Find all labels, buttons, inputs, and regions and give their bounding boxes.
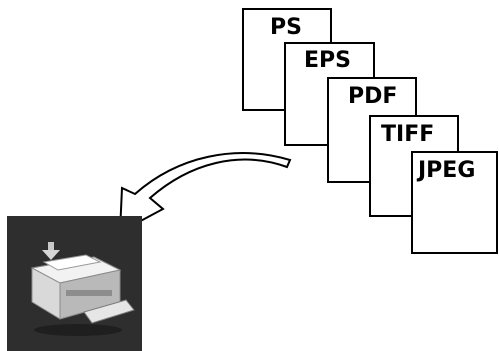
document-jpeg: JPEG	[411, 151, 498, 254]
document-stack: PS EPS PDF TIFF JPEG	[242, 8, 498, 254]
document-label-tiff: TIFF	[381, 122, 434, 147]
down-arrow-icon	[42, 242, 60, 260]
curved-arrow-icon	[118, 152, 292, 234]
printer-icon	[7, 216, 142, 351]
document-label-jpeg: JPEG	[416, 158, 475, 183]
document-label-ps: PS	[270, 15, 302, 40]
document-label-eps: EPS	[304, 48, 351, 73]
document-label-pdf: PDF	[348, 84, 397, 109]
